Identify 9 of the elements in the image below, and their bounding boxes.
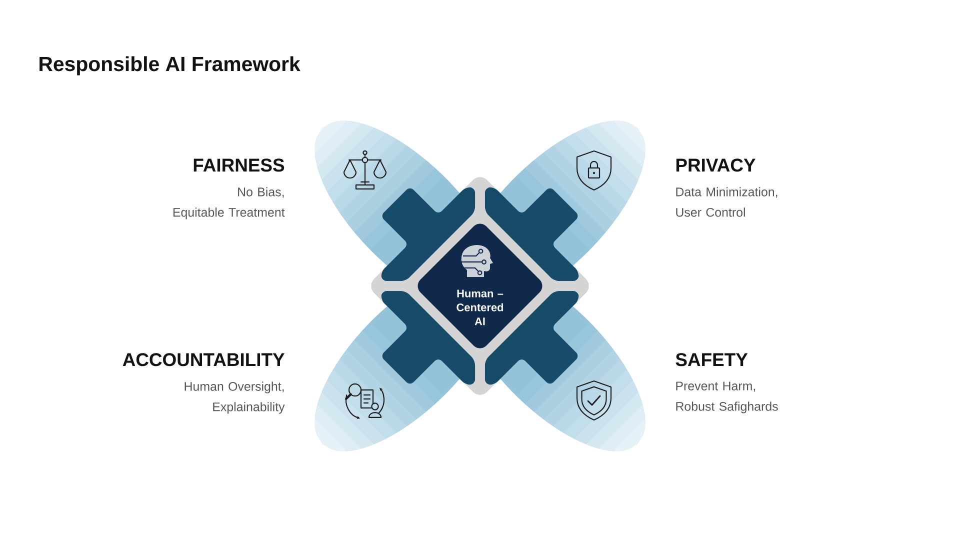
description-text: Prevent Harm, Robust Safighards	[676, 382, 778, 414]
description-text: No Bias, Equitable Treatment	[173, 187, 285, 220]
description-text: Data Minimization, User Control	[676, 187, 778, 217]
heading: SAFETY	[676, 353, 748, 366]
heading: ACCOUNTABILITY	[122, 353, 285, 366]
heading: PRIVACY	[676, 158, 756, 172]
heading: FAIRNESS	[194, 158, 284, 172]
description-text: Human Oversight, Explainability	[184, 382, 285, 414]
title: Responsible AI Framework	[40, 56, 300, 76]
